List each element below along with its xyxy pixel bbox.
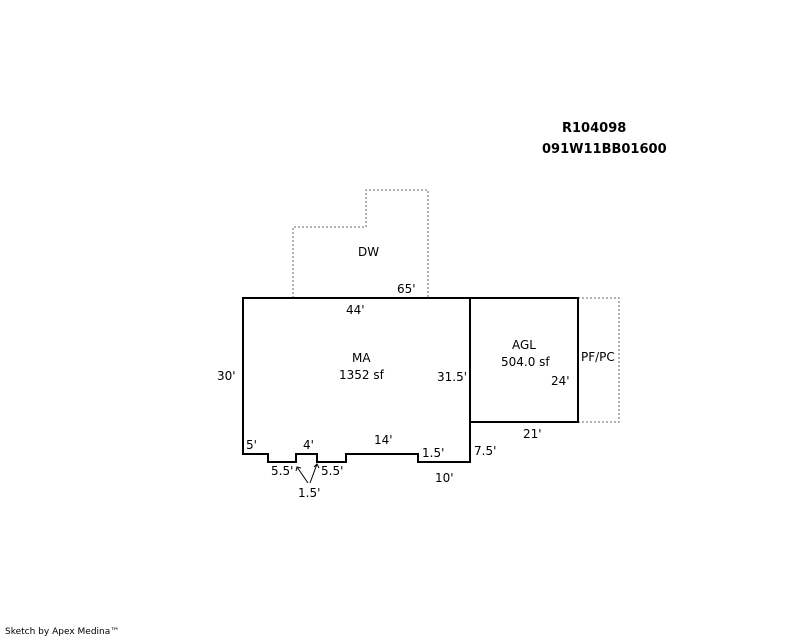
parcel-id: R104098 <box>562 121 626 136</box>
dim-dw-65: 65' <box>397 282 416 296</box>
ma-label: MA <box>352 351 371 365</box>
dim-seg-14: 14' <box>374 433 393 447</box>
dim-notch-5-5-right: 5.5' <box>321 464 343 478</box>
agl-outline <box>469 297 579 423</box>
dim-ma-left: 30' <box>217 369 236 383</box>
dim-notch-5-5-left: 5.5' <box>271 464 293 478</box>
dim-step-1-5: 1.5' <box>422 446 444 460</box>
agl-area: 504.0 sf <box>501 355 550 369</box>
dim-ma-right: 31.5' <box>437 370 467 384</box>
dim-step-5: 5' <box>246 438 257 452</box>
dim-bottom-10: 10' <box>435 471 454 485</box>
sketch-credit: Sketch by Apex Medina™ <box>5 627 120 637</box>
dim-ma-top: 44' <box>346 303 365 317</box>
dw-label: DW <box>358 245 379 259</box>
dim-agl-bottom: 21' <box>523 427 542 441</box>
dim-notch-4: 4' <box>303 438 314 452</box>
ma-area: 1352 sf <box>339 368 385 382</box>
pfpc-outline <box>578 297 620 423</box>
dimension-arrows <box>295 463 320 484</box>
map-number: 091W11BB01600 <box>542 142 667 157</box>
ma-outline <box>242 297 471 463</box>
dim-notch-depth: 1.5' <box>298 486 320 500</box>
agl-label: AGL <box>512 338 536 352</box>
dim-right-7-5: 7.5' <box>474 444 496 458</box>
pfpc-label: PF/PC <box>581 350 615 364</box>
dw-outline <box>292 189 429 298</box>
dim-agl-right: 24' <box>551 374 570 388</box>
